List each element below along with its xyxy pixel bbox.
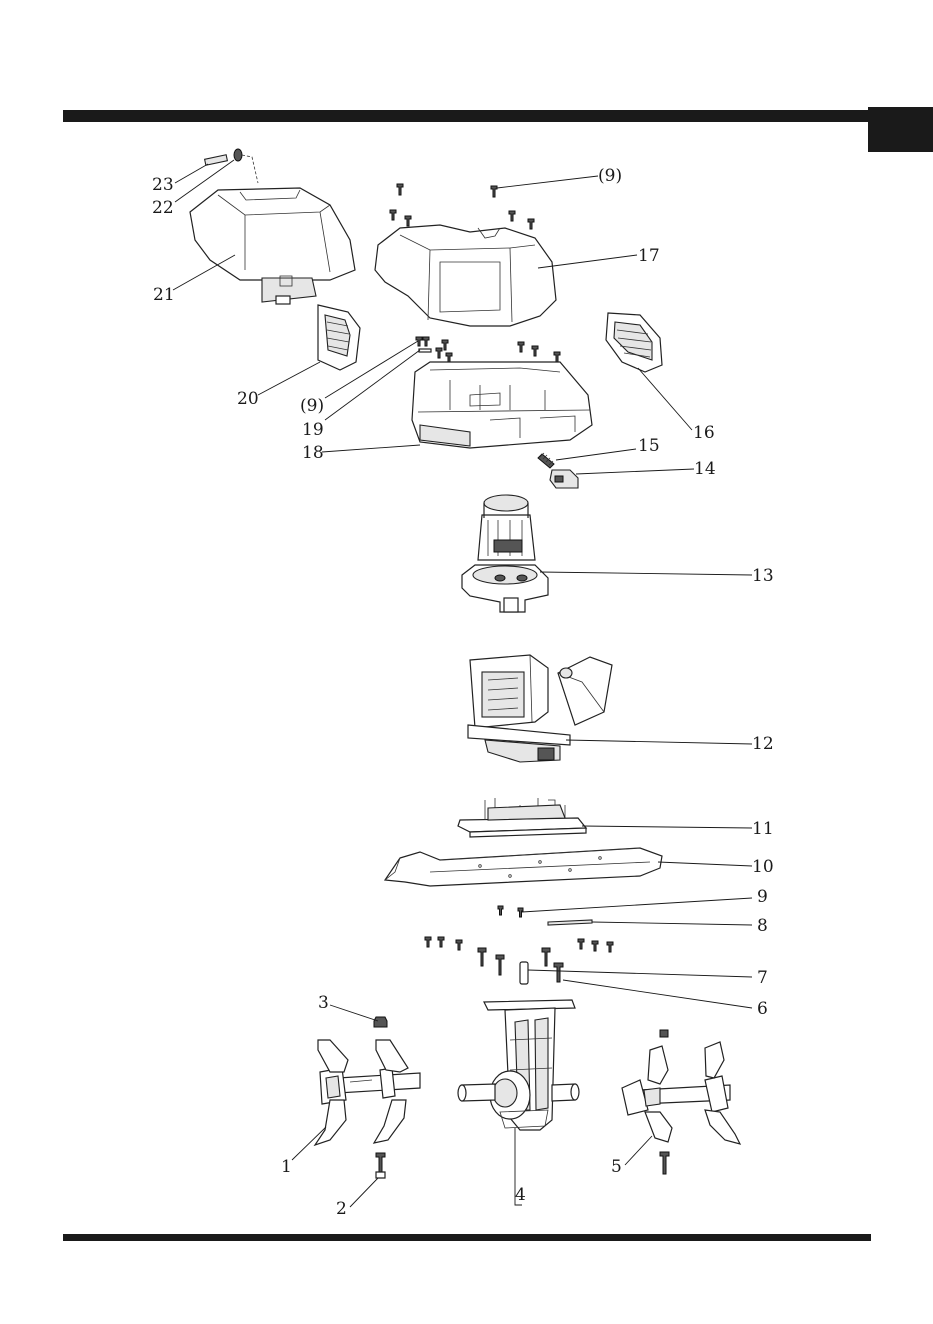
part-16-right-grille bbox=[606, 313, 662, 372]
part-18-lower-housing bbox=[412, 362, 592, 448]
part-7-pin bbox=[520, 962, 528, 984]
part-13-motor bbox=[462, 495, 548, 612]
part-9-screws bbox=[498, 906, 523, 917]
label-10: 10 bbox=[752, 857, 774, 877]
label-6: 6 bbox=[757, 999, 768, 1019]
part-22-washer bbox=[234, 149, 258, 183]
label-23: 23 bbox=[152, 175, 174, 195]
label-20: 20 bbox=[237, 389, 259, 409]
label-3: 3 bbox=[318, 993, 329, 1013]
label-2: 2 bbox=[336, 1199, 347, 1219]
label-7: 7 bbox=[757, 968, 768, 988]
part-8-key-strip bbox=[548, 920, 592, 925]
part-1-left-tines bbox=[315, 1040, 420, 1145]
label-13: 13 bbox=[752, 566, 774, 586]
part-17-top-shroud bbox=[375, 225, 556, 326]
label-19: 19 bbox=[302, 420, 324, 440]
label-22: 22 bbox=[152, 198, 174, 218]
label-16: 16 bbox=[693, 423, 715, 443]
label-9-top: (9) bbox=[598, 166, 622, 186]
label-14: 14 bbox=[694, 459, 716, 479]
label-12: 12 bbox=[752, 734, 774, 754]
label-9: 9 bbox=[757, 887, 768, 907]
part-2-bolt bbox=[376, 1153, 385, 1178]
label-15: 15 bbox=[638, 436, 660, 456]
label-1: 1 bbox=[281, 1157, 292, 1177]
label-9-left: (9) bbox=[300, 396, 324, 416]
part-21-front-cover bbox=[190, 188, 355, 304]
label-8: 8 bbox=[757, 916, 768, 936]
label-17: 17 bbox=[638, 246, 660, 266]
bolt-row bbox=[425, 937, 613, 975]
part-20-left-grille bbox=[318, 305, 360, 370]
part-15-spring bbox=[538, 453, 554, 468]
screws-upper bbox=[390, 184, 534, 229]
label-5: 5 bbox=[611, 1157, 622, 1177]
screws-middle bbox=[416, 337, 560, 363]
part-3-nut bbox=[374, 1017, 387, 1027]
part-6-bolt bbox=[554, 963, 563, 982]
label-4: 4 bbox=[515, 1185, 526, 1205]
part-23-bolt bbox=[205, 155, 228, 165]
part-10-base-plate bbox=[385, 848, 662, 886]
label-11: 11 bbox=[752, 819, 774, 839]
part-4-gearbox bbox=[458, 1000, 579, 1130]
part-12-controller bbox=[468, 655, 612, 762]
part-11-mount-plate bbox=[458, 798, 586, 837]
part-14-switch bbox=[550, 470, 578, 488]
part-5-right-tines bbox=[622, 1030, 740, 1174]
label-21: 21 bbox=[153, 285, 175, 305]
label-18: 18 bbox=[302, 443, 324, 463]
